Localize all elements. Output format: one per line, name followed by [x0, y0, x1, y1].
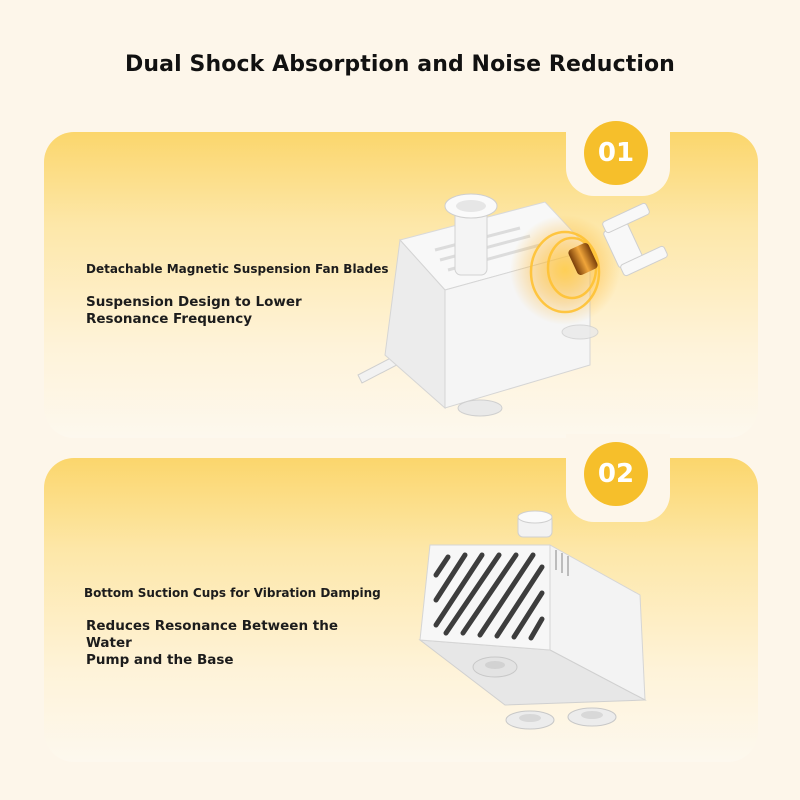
feature-description-2-line-1: Reduces Resonance Between the Water: [86, 618, 338, 651]
page-title: Dual Shock Absorption and Noise Reductio…: [125, 52, 675, 77]
feature-description-2: Reduces Resonance Between the Water Pump…: [86, 618, 386, 669]
section-badge-1: 01: [584, 121, 648, 185]
feature-title-1: Detachable Magnetic Suspension Fan Blade…: [86, 262, 389, 276]
pump-with-magnetic-impeller-icon: [357, 193, 668, 417]
feature-description-1-line-2: Resonance Frequency: [86, 311, 253, 327]
pump-with-suction-cups-icon: [418, 510, 647, 730]
feature-description-1: Suspension Design to Lower Resonance Fre…: [86, 294, 386, 328]
feature-title-2: Bottom Suction Cups for Vibration Dampin…: [84, 586, 381, 600]
section-badge-2: 02: [584, 442, 648, 506]
feature-description-2-line-2: Pump and the Base: [86, 652, 234, 668]
feature-description-1-line-1: Suspension Design to Lower: [86, 294, 302, 310]
